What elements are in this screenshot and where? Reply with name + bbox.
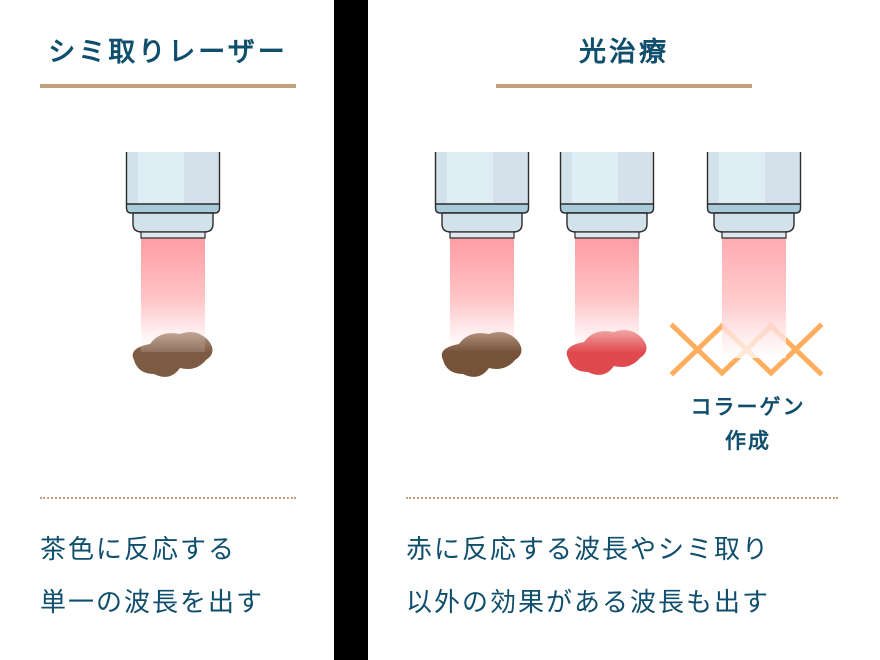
right-panel: 光治療	[368, 0, 880, 660]
left-description: 茶色に反応する 単一の波長を出す	[40, 524, 264, 630]
light-device-red-spot	[556, 152, 656, 387]
left-panel-title: シミ取りレーザー	[48, 37, 288, 68]
right-dotted-divider	[406, 497, 838, 499]
right-description: 赤に反応する波長やシミ取り 以外の効果がある波長も出す	[406, 524, 770, 630]
left-panel: シミ取りレーザー 茶色に反応する 単一の波長を出す	[0, 0, 334, 660]
collagen-label-line-1: コラーゲン	[690, 395, 806, 419]
left-description-line-1: 茶色に反応する	[40, 535, 237, 565]
collagen-label: コラーゲン 作成	[672, 390, 824, 458]
light-device-brown-spot	[431, 152, 531, 387]
left-description-line-2: 単一の波長を出す	[40, 588, 265, 618]
laser-device-brown-spot	[122, 152, 222, 387]
right-description-line-2: 以外の効果がある波長も出す	[406, 588, 771, 618]
panel-divider	[334, 0, 368, 660]
collagen-label-line-2: 作成	[725, 429, 771, 453]
light-device-collagen	[666, 152, 836, 387]
right-description-line-1: 赤に反応する波長やシミ取り	[406, 535, 771, 565]
left-title-underline	[40, 84, 296, 88]
right-panel-title: 光治療	[579, 37, 669, 68]
right-title-underline	[496, 84, 752, 88]
left-dotted-divider	[40, 497, 296, 499]
